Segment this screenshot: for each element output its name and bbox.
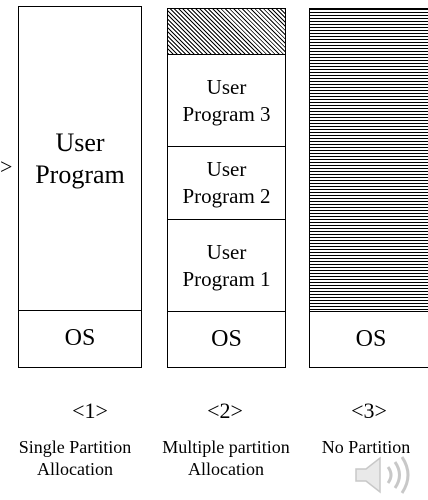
caption-line2: Allocation	[37, 459, 113, 479]
unused-space-hatch	[168, 9, 285, 54]
program-3-label-line1: User	[206, 74, 247, 99]
program-2-label-line1: User	[206, 157, 247, 181]
user-program-1-block: User Program 1	[168, 219, 285, 311]
multiple-partition-caption: Multiple partition Allocation	[146, 436, 306, 480]
label-2: <2>	[207, 398, 243, 423]
label-3: <3>	[351, 398, 387, 423]
single-partition-memory: User Program OS	[18, 6, 142, 368]
caption-line1: Single Partition	[18, 437, 132, 457]
user-program-3-block: User Program 3	[168, 54, 285, 146]
free-space-lines	[310, 9, 428, 311]
no-partition-caption: No Partition	[306, 436, 426, 458]
os-block: OS	[168, 311, 285, 366]
no-partition-memory: OS	[309, 8, 428, 368]
user-program-label-line1: User	[55, 127, 105, 157]
os-block: OS	[19, 310, 141, 366]
arrow-tip: >	[0, 154, 13, 179]
program-2-label-line2: Program 2	[182, 184, 271, 208]
program-1-label-line2: Program 1	[182, 266, 271, 291]
caption-line1: Multiple partition	[162, 437, 290, 457]
user-program-block: User Program	[19, 7, 141, 310]
os-block: OS	[310, 311, 428, 366]
caption-line2: Allocation	[188, 459, 264, 479]
speaker-icon[interactable]	[350, 455, 420, 495]
program-1-label-line1: User	[206, 239, 247, 264]
multiple-partition-memory: User Program 3 User Program 2 User Progr…	[167, 8, 286, 368]
label-1: <1>	[72, 398, 108, 423]
program-3-label-line2: Program 3	[182, 101, 271, 126]
caption-line1: No Partition	[321, 437, 411, 457]
user-program-label-line2: Program	[35, 159, 125, 189]
single-partition-caption: Single Partition Allocation	[0, 436, 150, 480]
user-program-2-block: User Program 2	[168, 146, 285, 219]
